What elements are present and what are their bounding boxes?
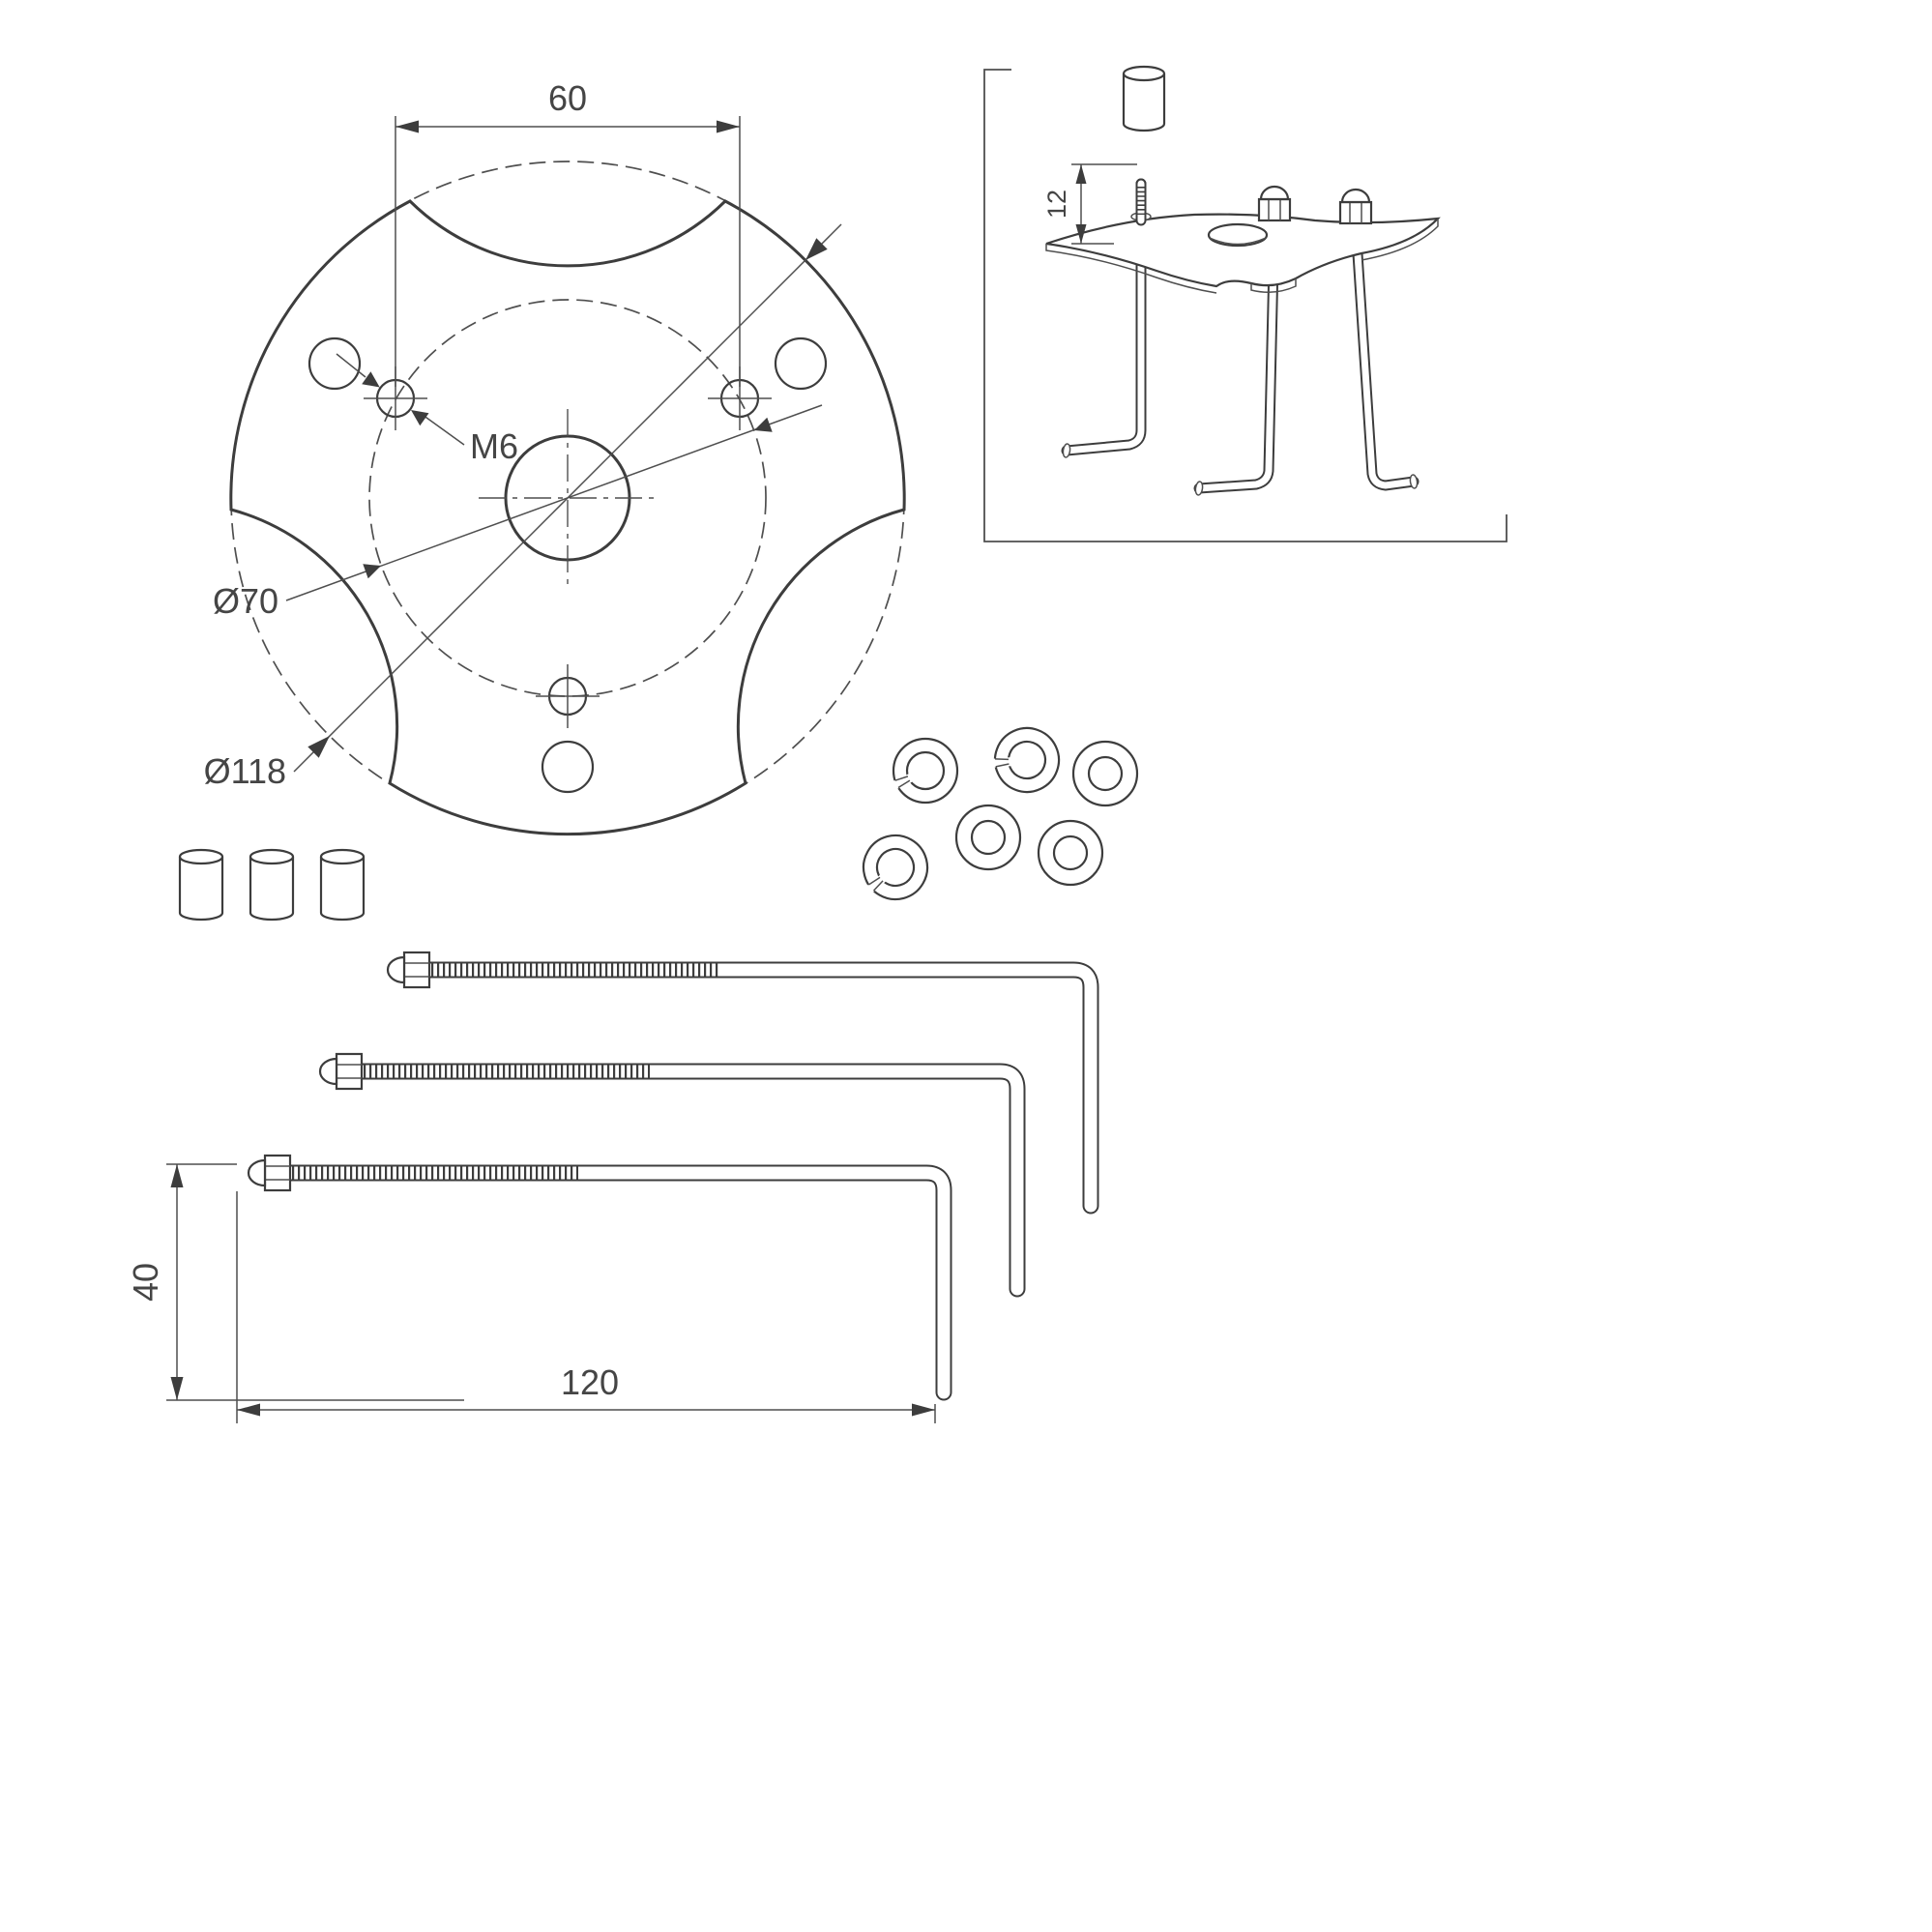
dim-total-length: 120: [236, 1191, 936, 1423]
dia-70-label: Ø70: [213, 581, 278, 621]
dim-leg-length: 40: [126, 1163, 464, 1401]
dim-60-label: 60: [548, 78, 587, 118]
spacer-3: [319, 848, 366, 922]
lock-washer: [891, 739, 957, 803]
spacer-cylinders: [178, 848, 366, 922]
bracket-outline: [229, 199, 906, 836]
dim-outer-dia: Ø118: [204, 223, 842, 791]
iso-center-hole: [1207, 222, 1269, 248]
iso-cap-nut-middle: [1257, 185, 1292, 222]
bolt-pitch-circle: [368, 299, 767, 697]
clearance-hole-upper-right: [774, 337, 828, 391]
spacer-1: [178, 848, 224, 922]
anchor-bolt-3: [247, 1154, 952, 1401]
iso-spacer-cylinder: [1122, 65, 1166, 132]
dim-offset-12: 12: [1042, 163, 1137, 245]
anchor-bolts: [247, 951, 1099, 1401]
dim-bolt-circle-dia: Ø70: [213, 404, 823, 621]
lock-washer: [854, 829, 935, 908]
flat-washer: [1071, 740, 1139, 807]
dim-40-label: 40: [126, 1263, 165, 1302]
m6-hole-bottom: [536, 664, 600, 728]
dim-12-label: 12: [1042, 190, 1071, 219]
iso-cap-nut-right: [1338, 188, 1373, 225]
iso-assembly-view: 12: [983, 65, 1508, 542]
iso-anchor-legs: [1061, 178, 1420, 496]
clearance-hole-bottom: [541, 740, 595, 794]
lock-washer: [983, 718, 1068, 802]
dim-120-label: 120: [561, 1362, 619, 1402]
flat-washer: [1037, 819, 1104, 887]
anchor-bolt-2: [318, 1052, 1026, 1298]
flat-washer: [954, 804, 1022, 871]
dim-hole-spacing: 60: [395, 78, 741, 387]
iso-plate: [1045, 212, 1441, 294]
inset-frame: [983, 69, 1508, 542]
dia-118-label: Ø118: [204, 751, 286, 791]
washers: [854, 718, 1139, 908]
clearance-hole-upper-left: [307, 337, 362, 391]
iso-plate-outline: [1045, 213, 1441, 288]
anchor-bolt-1: [386, 951, 1099, 1215]
spacer-2: [249, 848, 295, 922]
m6-label: M6: [470, 426, 518, 466]
label-thread: M6: [336, 353, 518, 466]
